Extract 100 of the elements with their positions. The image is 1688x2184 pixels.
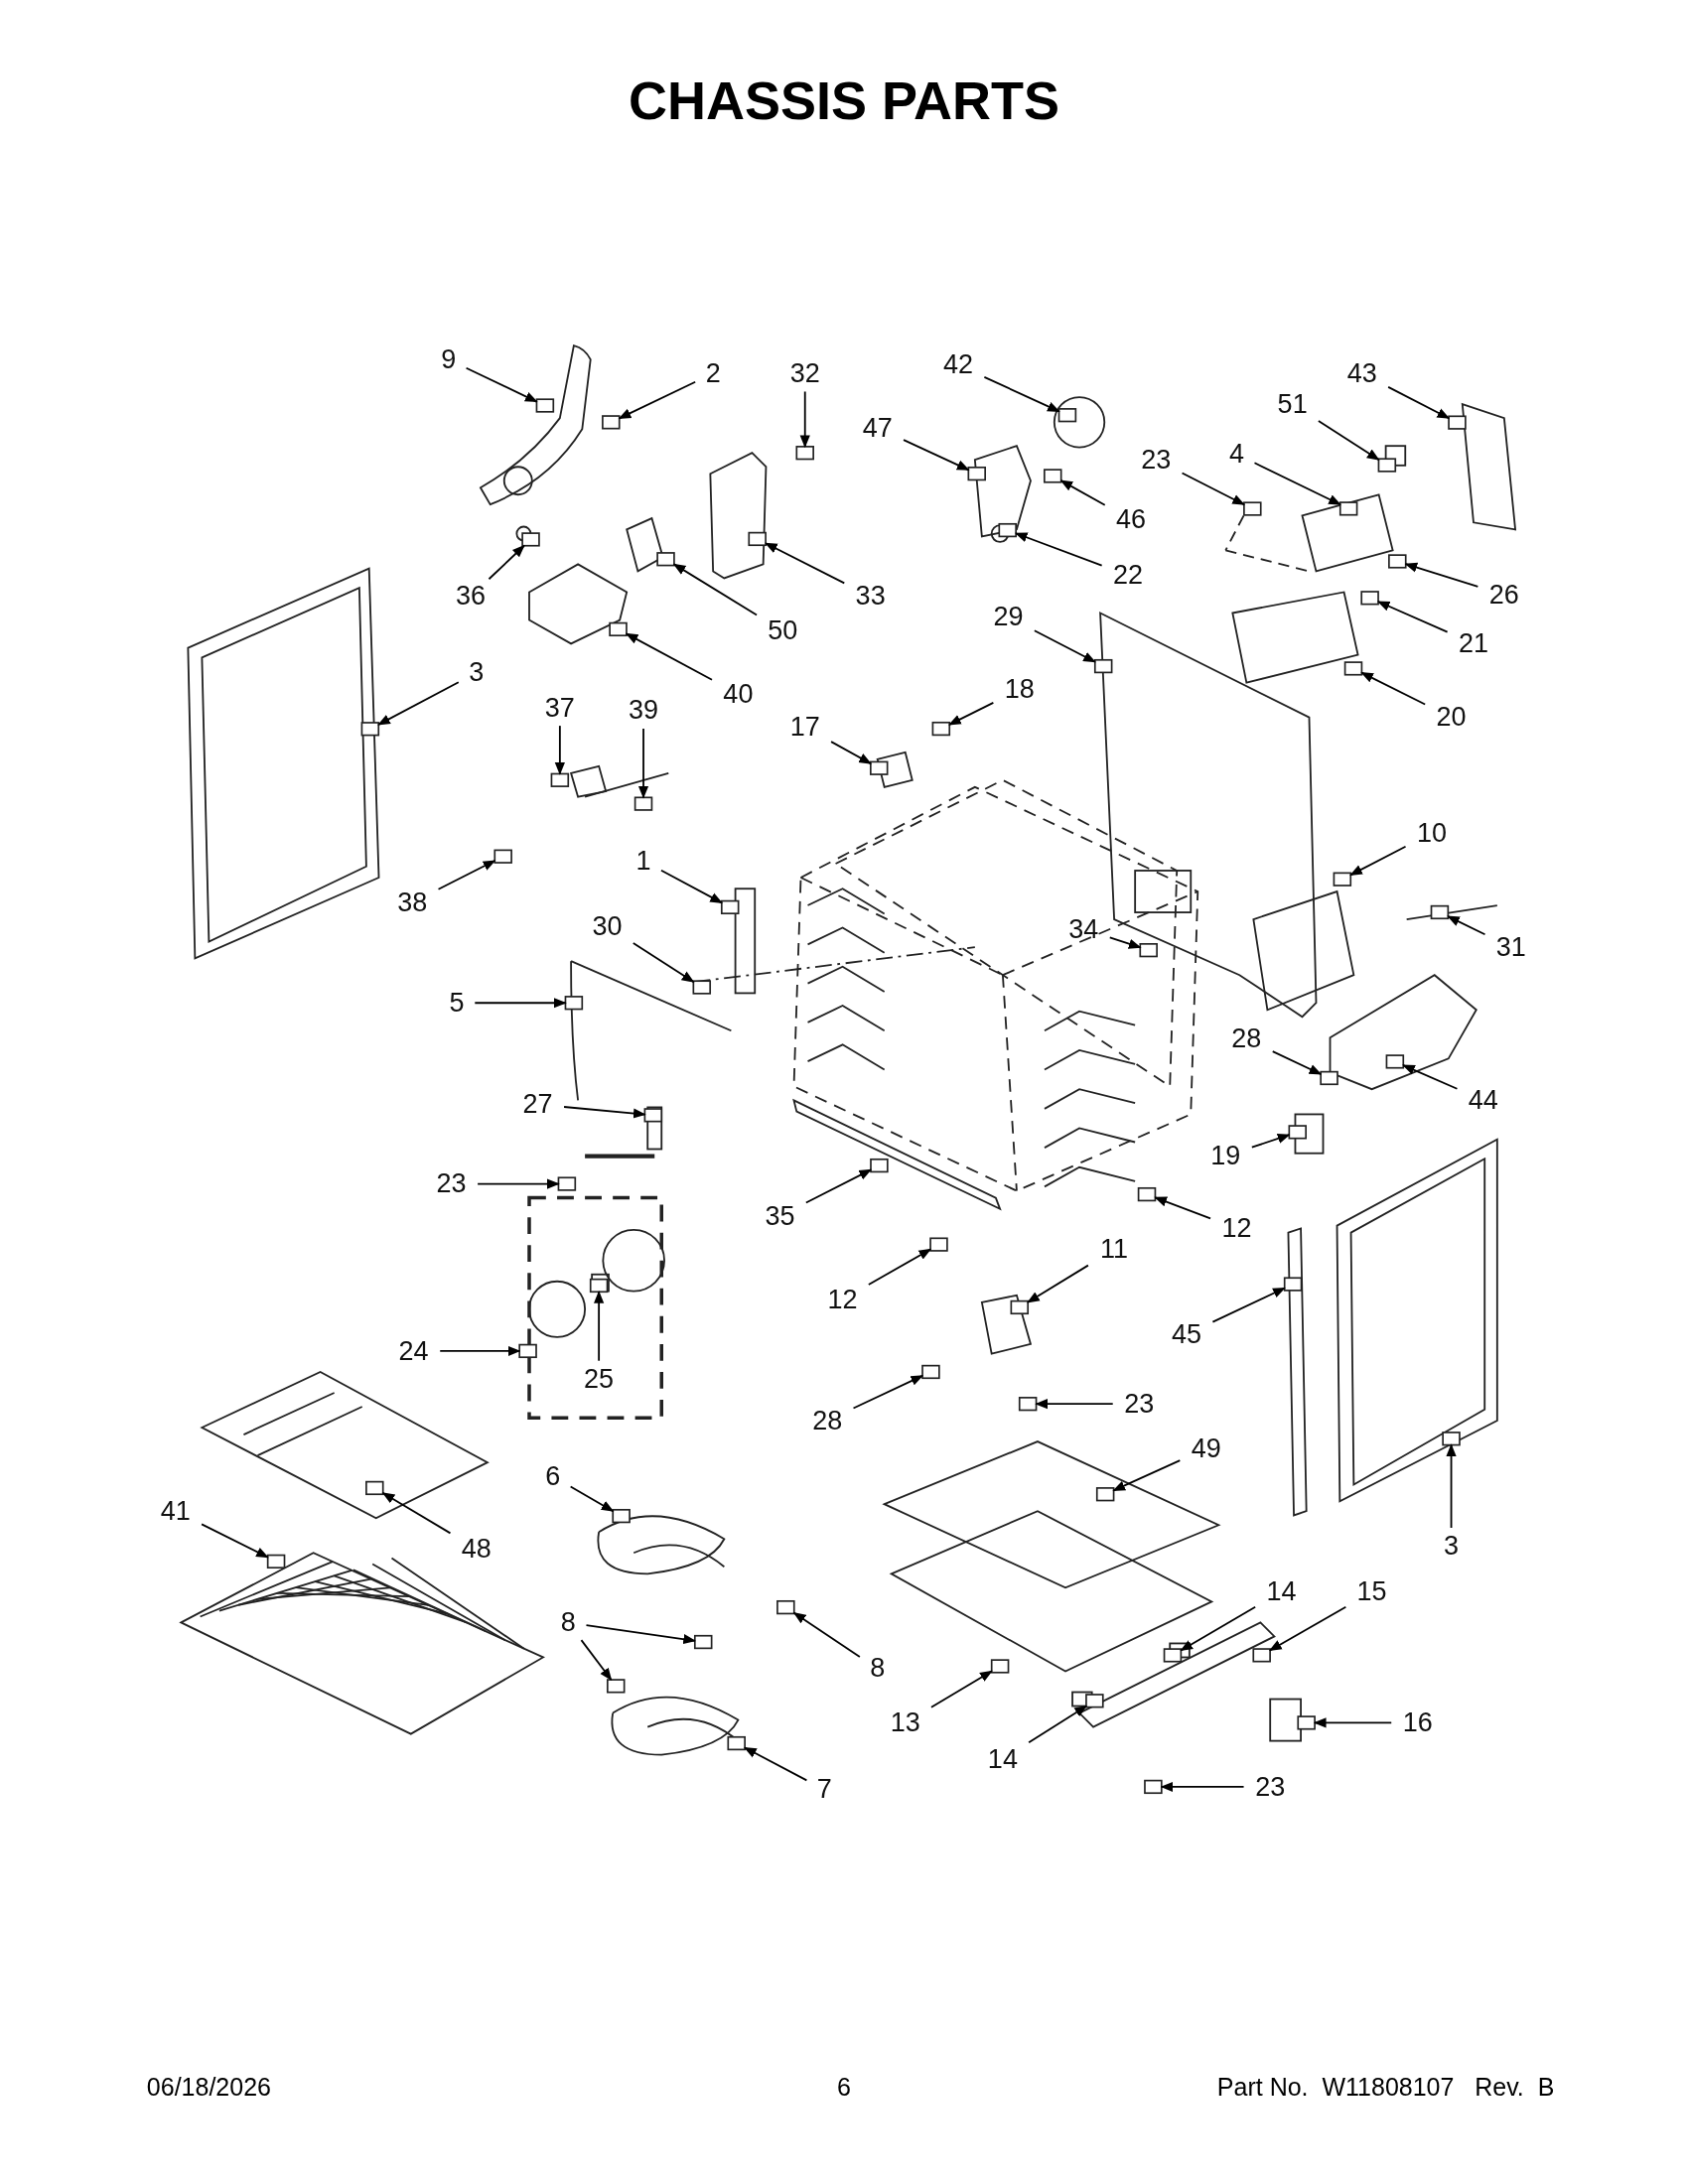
part-drawing (1442, 1432, 1461, 1446)
callout-number: 7 (816, 1774, 832, 1805)
leader-arrow (1154, 1196, 1211, 1220)
callout-number: 10 (1416, 817, 1447, 848)
leader-arrow (1349, 845, 1407, 877)
part-drawing (967, 467, 986, 481)
callout-number: 25 (584, 1363, 615, 1394)
part-drawing (493, 849, 512, 864)
callout-number: 40 (723, 678, 754, 709)
callout-number: 31 (1495, 931, 1526, 962)
leader-arrow (381, 1492, 452, 1535)
callout-number: 22 (1113, 560, 1144, 591)
part-drawing (589, 1278, 609, 1294)
callout-number: 23 (1141, 444, 1172, 475)
leader-arrow (1059, 479, 1106, 506)
callout-number: 12 (827, 1284, 858, 1314)
part-drawing (1139, 943, 1158, 958)
part-drawing (609, 621, 628, 637)
part-drawing (1448, 415, 1467, 430)
leader-arrow (1112, 1459, 1182, 1492)
callout-number: 26 (1488, 579, 1519, 610)
part-drawing (748, 531, 767, 547)
callout-number: 41 (160, 1495, 191, 1526)
callout-number: 3 (469, 657, 485, 688)
leader-arrow (488, 544, 525, 581)
leader-arrow (477, 1178, 560, 1189)
part-drawing (998, 522, 1017, 538)
callout-number: 6 (545, 1460, 561, 1491)
callout-number: 47 (862, 412, 893, 443)
callout-number: 27 (522, 1089, 553, 1120)
callout-number: 49 (1191, 1433, 1221, 1463)
callout-number: 12 (1221, 1213, 1252, 1244)
callout-number: 28 (1231, 1024, 1262, 1054)
leader-arrow (465, 366, 538, 403)
leader-arrow (660, 869, 723, 904)
callout-number: 13 (890, 1707, 920, 1738)
callout-number: 17 (789, 712, 820, 743)
part-drawing (692, 980, 711, 995)
callout-number: 48 (461, 1533, 492, 1564)
part-drawing (929, 1237, 948, 1252)
leader-arrow (569, 1485, 615, 1513)
leader-arrow (554, 725, 565, 775)
callout-number: 45 (1172, 1318, 1202, 1349)
callout-number: 34 (1068, 913, 1099, 944)
part-drawing (1430, 904, 1450, 920)
part-drawing (1095, 1487, 1115, 1502)
callout-number: 32 (789, 357, 820, 388)
leader-arrow (1402, 1064, 1459, 1090)
leader-arrow (1446, 1443, 1457, 1529)
page-number: 6 (837, 2073, 851, 2102)
leader-arrow (637, 728, 649, 799)
leader-arrow (744, 1746, 808, 1782)
callout-number: 43 (1346, 357, 1377, 388)
leader-arrow (625, 632, 713, 681)
leader-arrow (618, 380, 697, 420)
part-drawing (1057, 408, 1077, 423)
leader-arrow (1250, 1134, 1291, 1149)
callout-number: 29 (993, 602, 1024, 632)
leader-arrow (1035, 1399, 1114, 1410)
part-drawing (1360, 591, 1379, 606)
callout-number: 1 (635, 845, 651, 876)
leader-arrow (439, 1345, 521, 1356)
callout-number: 23 (1255, 1771, 1286, 1802)
date-text: 06/18/2026 (146, 2073, 271, 2102)
part-drawing (931, 721, 951, 737)
part-drawing (870, 1158, 889, 1173)
callout-number: 3 (1444, 1530, 1460, 1561)
leader-arrow (804, 1168, 873, 1204)
callout-number: 39 (629, 695, 659, 726)
leader-arrow (792, 1611, 861, 1658)
leader-arrow (201, 1523, 269, 1559)
leader-arrow (563, 1106, 646, 1119)
callout-number: 8 (870, 1653, 886, 1684)
part-drawing (535, 398, 555, 413)
leader-arrow (765, 542, 846, 585)
part-drawing (870, 760, 889, 775)
callout-number: 33 (855, 581, 886, 612)
leader-arrow (580, 1639, 613, 1682)
leader-arrow (1211, 1287, 1286, 1323)
callout-number: 19 (1210, 1141, 1241, 1171)
part-drawing (1252, 1648, 1271, 1663)
leader-arrow (474, 998, 567, 1009)
callout-number: 2 (705, 357, 721, 388)
leader-arrow (852, 1374, 924, 1410)
part-drawing (727, 1735, 746, 1751)
callout-number: 51 (1277, 388, 1308, 419)
part-drawing (1085, 1694, 1104, 1708)
callout-number: 14 (1266, 1576, 1297, 1607)
callout-number: 23 (1124, 1388, 1155, 1419)
leader-arrow (1360, 671, 1427, 706)
part-drawing (1385, 1054, 1405, 1069)
part-drawing (1320, 1070, 1338, 1086)
page-title: CHASSIS PARTS (627, 69, 1061, 131)
part-drawing (1333, 872, 1352, 887)
part-drawing (564, 996, 584, 1011)
callout-number: 42 (943, 349, 974, 380)
callout-number: 21 (1458, 628, 1488, 658)
part-drawing (518, 1343, 537, 1359)
callout-number: 11 (1100, 1234, 1129, 1265)
part-drawing (550, 772, 570, 787)
